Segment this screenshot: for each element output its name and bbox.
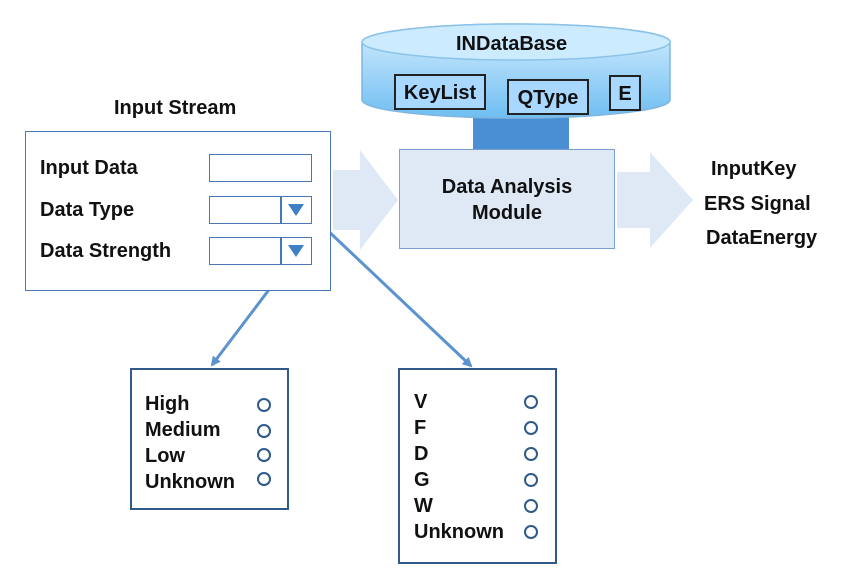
data-strength-label: Data Strength: [40, 240, 172, 262]
strength-options-panel: High Medium Low Unknown: [130, 368, 289, 510]
flow-arrow-input: [333, 150, 398, 250]
database-top: [361, 23, 671, 61]
type-options-panel: V F D G W Unknown: [398, 368, 557, 564]
strength-radio-high[interactable]: [257, 398, 271, 412]
output-dataenergy: DataEnergy: [706, 227, 818, 249]
strength-option-low: Low: [145, 445, 185, 467]
type-option-f: F: [414, 417, 427, 439]
type-radio-g[interactable]: [524, 473, 538, 487]
data-strength-select[interactable]: [209, 237, 312, 265]
type-connector-line: [304, 208, 473, 368]
module-title-line1: Data Analysis: [441, 176, 573, 198]
input-stream-panel: Input Data Data Type Data Strength: [25, 131, 331, 291]
chevron-down-icon[interactable]: [288, 245, 304, 257]
input-data-field[interactable]: [209, 154, 312, 182]
data-analysis-module: Data Analysis Module: [399, 149, 615, 249]
db-connector: [473, 116, 569, 150]
chevron-down-icon[interactable]: [288, 204, 304, 216]
type-radio-f[interactable]: [524, 421, 538, 435]
strength-option-unknown: Unknown: [145, 471, 235, 493]
strength-radio-low[interactable]: [257, 448, 271, 462]
strength-radio-medium[interactable]: [257, 424, 271, 438]
type-radio-w[interactable]: [524, 499, 538, 513]
flow-arrow-output: [617, 152, 693, 248]
type-radio-d[interactable]: [524, 447, 538, 461]
input-data-label: Input Data: [40, 157, 138, 179]
strength-option-high: High: [145, 393, 190, 415]
type-option-g: G: [414, 469, 430, 491]
type-radio-v[interactable]: [524, 395, 538, 409]
type-option-unknown: Unknown: [414, 521, 504, 543]
input-stream-title: Input Stream: [114, 97, 237, 119]
module-title-line2: Module: [472, 202, 542, 224]
output-inputkey: InputKey: [711, 158, 797, 180]
db-key-keylist: KeyList: [394, 74, 486, 110]
db-key-qtype: QType: [507, 79, 589, 115]
db-key-e: E: [609, 75, 641, 111]
strength-radio-unknown[interactable]: [257, 472, 271, 486]
data-type-label: Data Type: [40, 199, 135, 221]
data-type-select[interactable]: [209, 196, 312, 224]
type-radio-unknown[interactable]: [524, 525, 538, 539]
type-option-v: V: [414, 391, 428, 413]
type-option-d: D: [414, 443, 429, 465]
type-option-w: W: [414, 495, 433, 517]
database-title: INDataBase: [456, 33, 568, 55]
output-ers-signal: ERS Signal: [704, 193, 811, 215]
strength-option-medium: Medium: [145, 419, 221, 441]
